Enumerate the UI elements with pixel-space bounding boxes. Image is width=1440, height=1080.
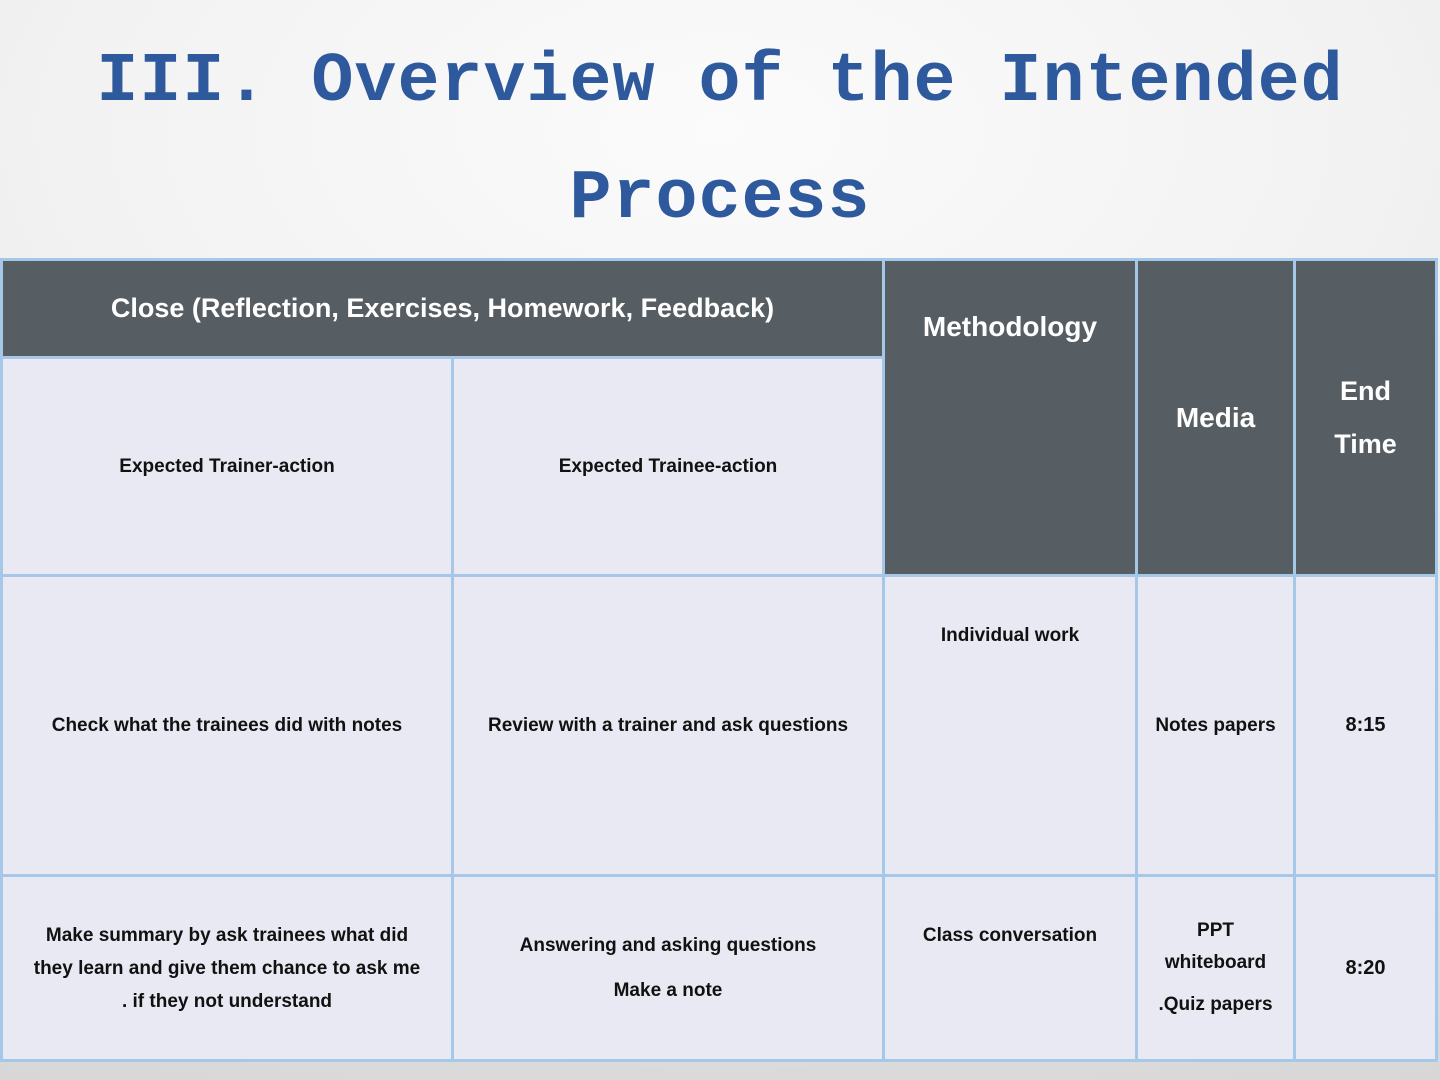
row2-trainee-action-cell: Answering and asking questions Make a no… (454, 877, 882, 1059)
header-end-time: End Time (1296, 261, 1435, 574)
row2-trainer-line-3: . if they not understand (121, 990, 333, 1012)
row2-trainer-line-1: Make summary by ask trainees what did (45, 924, 409, 946)
row2-end-time-cell: 8:20 (1296, 877, 1435, 1059)
row2-media-line-3: .Quiz papers (1158, 994, 1273, 1015)
header-expected-trainer-action: Expected Trainer-action (3, 359, 451, 574)
row2-methodology-cell: Class conversation (885, 877, 1135, 1059)
row2-media-line-1: PPT (1197, 920, 1234, 941)
process-overview-table: Close (Reflection, Exercises, Homework, … (0, 258, 1438, 1062)
header-end-time-line-2: Time (1334, 428, 1397, 459)
row2-trainer-line-2: they learn and give them chance to ask m… (33, 957, 421, 979)
header-expected-trainee-action: Expected Trainee-action (454, 359, 882, 574)
header-close-section: Close (Reflection, Exercises, Homework, … (3, 261, 882, 356)
row2-trainer-action-cell: Make summary by ask trainees what did th… (3, 877, 451, 1059)
row2-trainee-line-2: Make a note (613, 980, 723, 1001)
slide-title-line-2: Process (569, 160, 871, 239)
slide-title-line-1: III. Overview of the Intended (96, 43, 1344, 122)
row2-media-cell: PPT whiteboard .Quiz papers (1138, 877, 1293, 1059)
row1-trainer-action-cell: Check what the trainees did with notes (3, 577, 451, 874)
row2-media-line-2: whiteboard (1164, 952, 1267, 973)
slide-title: III. Overview of the Intended Process (0, 24, 1440, 258)
row1-methodology-cell: Individual work (885, 577, 1135, 874)
header-methodology: Methodology (885, 261, 1135, 574)
row2-trainee-line-1: Answering and asking questions (519, 935, 817, 956)
header-end-time-line-1: End (1340, 375, 1391, 406)
row1-trainee-action-cell: Review with a trainer and ask questions (454, 577, 882, 874)
row1-media-cell: Notes papers (1138, 577, 1293, 874)
row1-end-time-cell: 8:15 (1296, 577, 1435, 874)
header-media: Media (1138, 261, 1293, 574)
